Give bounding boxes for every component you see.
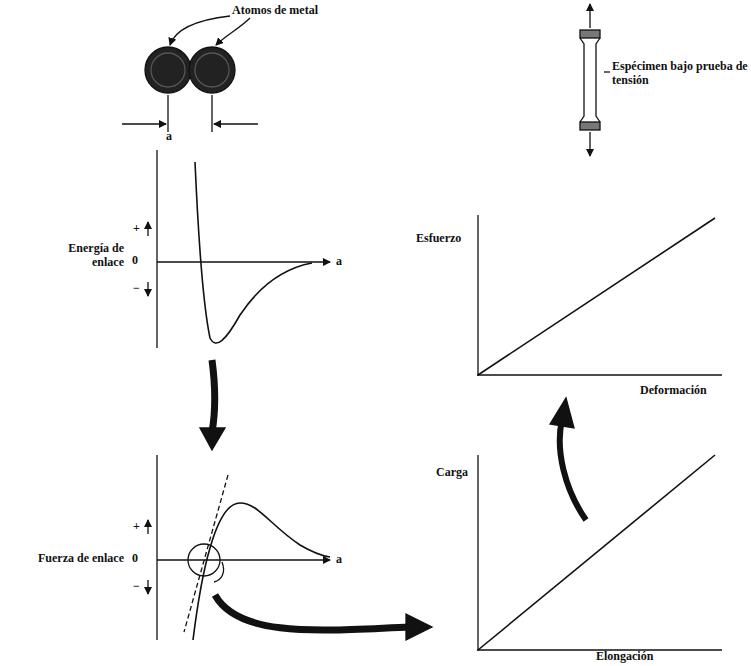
part-label: Atomos de metal xyxy=(232,4,318,18)
sign-label: + xyxy=(133,222,140,236)
axis-label: a xyxy=(336,553,342,567)
part-label: Espécimen bajo prueba de tensión xyxy=(612,60,748,88)
axis-value: 0 xyxy=(132,552,138,566)
axis-label: Esfuerzo xyxy=(416,232,461,246)
axis-label: Carga xyxy=(436,466,468,480)
axis-label: Deformación xyxy=(640,384,707,398)
axis-value: 0 xyxy=(132,254,138,268)
dimension-label: a xyxy=(166,130,172,144)
sign-label: − xyxy=(133,282,140,296)
axis-label: Fuerza de enlace xyxy=(34,552,124,566)
sign-label: − xyxy=(133,580,140,594)
axis-label: Energía de enlace xyxy=(34,242,124,270)
axis-label: a xyxy=(336,255,342,269)
sign-label: + xyxy=(133,520,140,534)
axis-label: Elongación xyxy=(596,650,653,664)
